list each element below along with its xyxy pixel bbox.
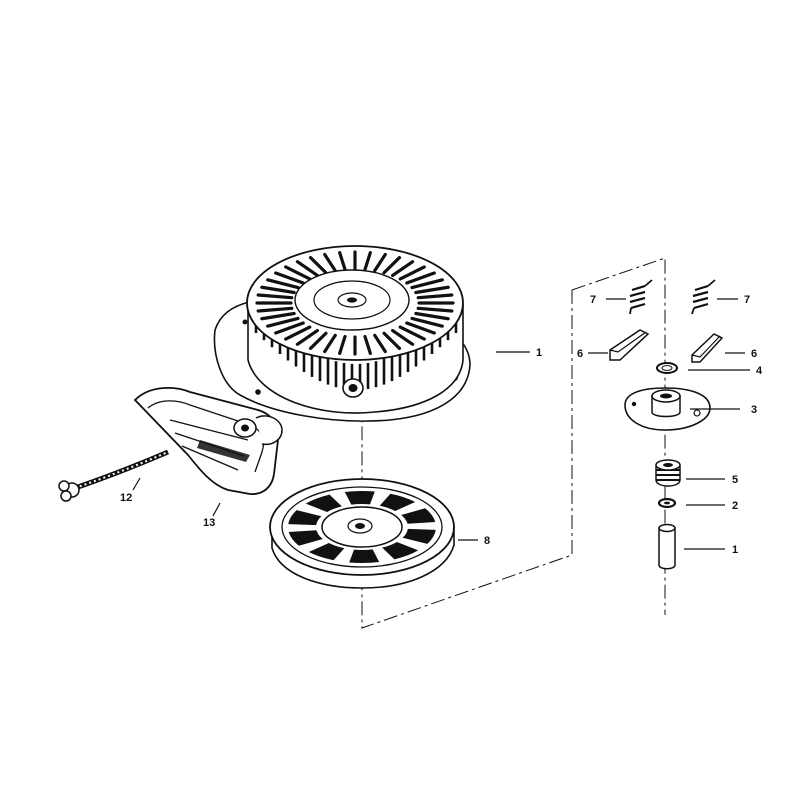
housing-vent xyxy=(405,271,436,285)
assembly-guide-lines xyxy=(361,257,666,629)
starter-housing xyxy=(213,245,471,422)
housing-vent xyxy=(308,331,328,351)
housing-vent xyxy=(338,334,347,355)
housing-vent xyxy=(373,252,387,273)
pawl-left xyxy=(609,329,650,361)
pawl-spring-left xyxy=(629,279,653,315)
starter-pulley xyxy=(269,478,455,589)
pulley-windows xyxy=(288,491,436,563)
pulley-window xyxy=(308,542,345,561)
housing-vent xyxy=(284,325,312,341)
center-pin xyxy=(658,523,676,570)
callout-rope: 12 xyxy=(120,492,132,504)
housing-vent xyxy=(382,255,402,275)
housing-vent xyxy=(373,333,387,354)
housing-vent xyxy=(363,334,372,355)
housing-vent xyxy=(295,260,319,278)
housing-vent xyxy=(308,255,328,275)
callout-handle: 13 xyxy=(203,517,215,529)
pulley-window xyxy=(288,530,323,546)
washer-top xyxy=(656,362,678,374)
pulley-window xyxy=(382,541,419,560)
starter-handle xyxy=(133,387,283,495)
housing-vent xyxy=(266,278,300,290)
housing-vent xyxy=(256,306,294,313)
washer-small xyxy=(657,497,677,509)
pulley-window xyxy=(288,510,322,526)
callout-pawl-spring-right: 7 xyxy=(744,294,750,306)
leader-lines xyxy=(132,298,750,550)
pulley-window xyxy=(344,491,375,505)
pawl-right xyxy=(691,333,724,363)
housing-vent xyxy=(398,265,426,281)
housing-vent xyxy=(274,321,305,335)
housing-vent xyxy=(295,328,319,346)
callout-pin: 1 xyxy=(732,544,738,556)
pulley-window xyxy=(402,528,436,544)
housing-vent xyxy=(266,316,300,328)
housing-vent xyxy=(410,278,444,290)
pulley-window xyxy=(349,549,380,563)
housing-vent xyxy=(398,325,426,341)
housing-vent xyxy=(416,293,454,300)
housing-vent xyxy=(274,271,305,285)
callout-pawl-left: 6 xyxy=(577,348,583,360)
callout-pawl-spring-left: 7 xyxy=(590,294,596,306)
housing-vent xyxy=(391,260,415,278)
housing-vent xyxy=(323,333,337,354)
housing-top-vents xyxy=(255,250,455,356)
callout-housing: 1 xyxy=(536,347,542,359)
callout-retainer-plate: 3 xyxy=(751,404,757,416)
housing-vent xyxy=(323,252,337,273)
pawl-spring-right xyxy=(691,279,716,315)
housing-vent xyxy=(256,293,294,300)
housing-vent xyxy=(405,321,436,335)
callout-washer-top: 4 xyxy=(756,365,763,377)
housing-vent xyxy=(338,251,347,272)
housing-vent xyxy=(414,311,450,321)
starter-rope xyxy=(58,449,169,502)
retainer-plate xyxy=(624,387,711,431)
pulley-window xyxy=(379,493,416,512)
housing-vent xyxy=(410,316,444,328)
housing-vent xyxy=(382,331,402,351)
pulley-window xyxy=(401,508,436,524)
housing-vent xyxy=(260,311,296,321)
callout-pulley: 8 xyxy=(484,535,490,547)
housing-vent xyxy=(414,285,450,295)
housing-vent xyxy=(363,251,372,272)
pulley-window xyxy=(305,494,342,513)
housing-vent xyxy=(391,328,415,346)
housing-vent xyxy=(260,285,296,295)
brake-spring xyxy=(655,459,681,487)
callout-spring-cup: 5 xyxy=(732,474,738,486)
housing-vent xyxy=(284,265,312,281)
callout-washer-small: 2 xyxy=(732,500,738,512)
callout-pawl-right: 6 xyxy=(751,348,757,360)
housing-vent xyxy=(416,306,454,313)
